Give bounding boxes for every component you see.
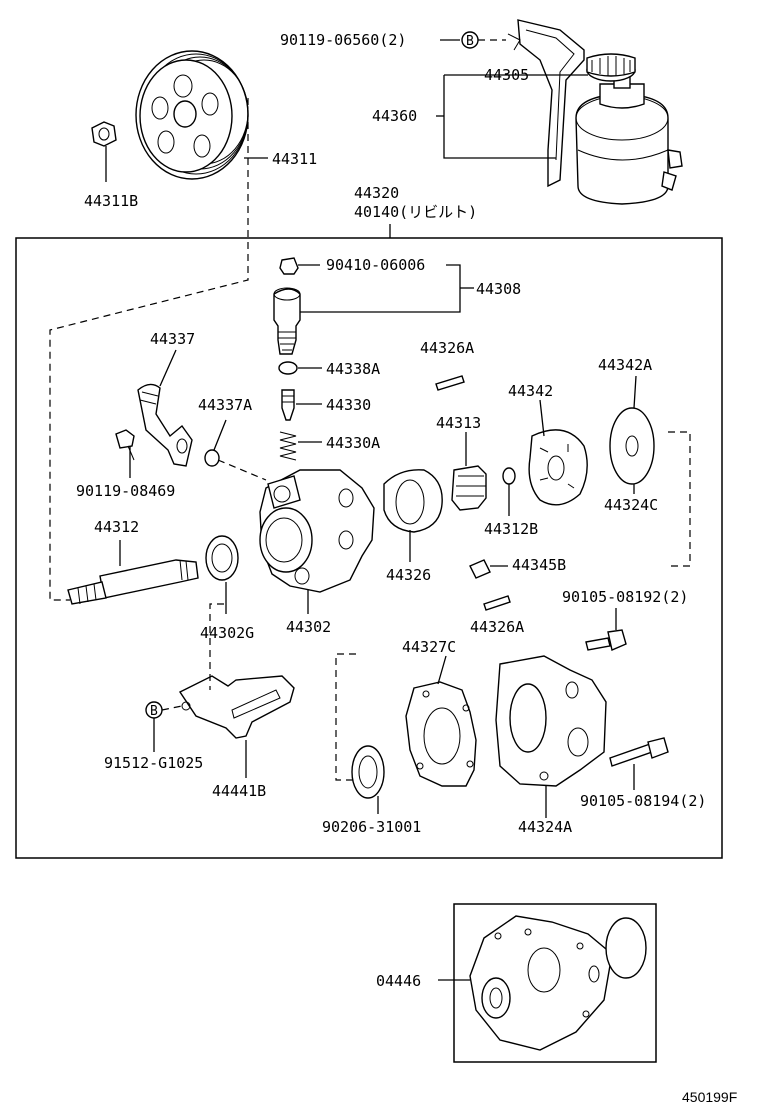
valve-44308[interactable] xyxy=(273,287,301,355)
label-44345b: 44345B xyxy=(512,556,566,574)
label-90206-31001: 90206-31001 xyxy=(322,818,421,836)
pulley-44311[interactable] xyxy=(135,50,249,180)
screw-90410-06006[interactable] xyxy=(279,257,299,275)
label-40140: 40140(リビルト) xyxy=(354,203,477,221)
label-44326a-bottom: 44326A xyxy=(470,618,524,636)
bolt-90119-06560[interactable] xyxy=(507,33,521,51)
pump-assembly-frame xyxy=(15,237,723,859)
label-90105-08192: 90105-08192(2) xyxy=(562,588,688,606)
pin-44326a-bottom[interactable] xyxy=(483,595,511,611)
label-44320: 44320 xyxy=(354,184,399,202)
cam-ring-44326[interactable] xyxy=(383,469,443,533)
diagram-code: 450199F xyxy=(682,1089,737,1105)
label-44302: 44302 xyxy=(286,618,331,636)
gasket-kit-04446[interactable] xyxy=(469,915,647,1051)
bracket-44441b[interactable] xyxy=(178,675,295,739)
bolt-90119-08469[interactable] xyxy=(115,429,135,461)
label-44312b: 44312B xyxy=(484,520,538,538)
pin-44345b[interactable] xyxy=(469,559,491,579)
rear-housing-44324a[interactable] xyxy=(495,655,607,787)
label-44342a: 44342A xyxy=(598,356,652,374)
label-44441b: 44441B xyxy=(212,782,266,800)
circle-b-label-bottom: B xyxy=(150,704,158,719)
fitting-44330[interactable] xyxy=(281,389,295,421)
bearing-44302g[interactable] xyxy=(205,535,239,581)
label-91512-g1025: 91512-G1025 xyxy=(104,754,203,772)
pin-44326a-top[interactable] xyxy=(435,375,465,391)
seal-90206-31001[interactable] xyxy=(351,745,385,799)
bolt-90105-08192[interactable] xyxy=(585,629,627,651)
label-04446: 04446 xyxy=(376,972,421,990)
side-plate-44342[interactable] xyxy=(528,429,588,506)
label-44337: 44337 xyxy=(150,330,195,348)
label-44311b: 44311B xyxy=(84,192,138,210)
label-44313: 44313 xyxy=(436,414,481,432)
label-44308: 44308 xyxy=(476,280,521,298)
label-44326: 44326 xyxy=(386,566,431,584)
label-44305: 44305 xyxy=(484,66,529,84)
gasket-44327c[interactable] xyxy=(405,681,477,787)
label-44326a-top: 44326A xyxy=(420,339,474,357)
label-44338a: 44338A xyxy=(326,360,380,378)
label-44324a: 44324A xyxy=(518,818,572,836)
snap-ring-44312b[interactable] xyxy=(502,467,516,485)
bolt-90105-08194[interactable] xyxy=(609,737,669,767)
label-90410-06006: 90410-06006 xyxy=(326,256,425,274)
label-44324c: 44324C xyxy=(604,496,658,514)
reservoir-44360[interactable] xyxy=(517,19,683,205)
gasket-44342a[interactable] xyxy=(609,407,655,485)
label-44337a: 44337A xyxy=(198,396,252,414)
label-44302g: 44302G xyxy=(200,624,254,642)
rotor-44313[interactable] xyxy=(451,465,487,511)
label-90105-08194: 90105-08194(2) xyxy=(580,792,706,810)
circle-b-label-top: B xyxy=(466,34,474,49)
label-44342: 44342 xyxy=(508,382,553,400)
o-ring-44337a[interactable] xyxy=(204,449,220,467)
o-ring-44338a[interactable] xyxy=(278,361,298,375)
pump-body-44302[interactable] xyxy=(259,469,375,593)
label-44311: 44311 xyxy=(272,150,317,168)
label-44327c: 44327C xyxy=(402,638,456,656)
shaft-44312[interactable] xyxy=(67,559,199,605)
label-44330: 44330 xyxy=(326,396,371,414)
label-90119-08469: 90119-08469 xyxy=(76,482,175,500)
label-44330a: 44330A xyxy=(326,434,380,452)
nut-44311b[interactable] xyxy=(91,121,117,147)
label-44312: 44312 xyxy=(94,518,139,536)
spring-44330a[interactable] xyxy=(279,431,297,461)
label-44360: 44360 xyxy=(372,107,417,125)
hose-fitting-44337[interactable] xyxy=(137,383,193,467)
gasket-kit-frame xyxy=(453,903,657,1063)
label-90119-06560: 90119-06560(2) xyxy=(280,31,406,49)
